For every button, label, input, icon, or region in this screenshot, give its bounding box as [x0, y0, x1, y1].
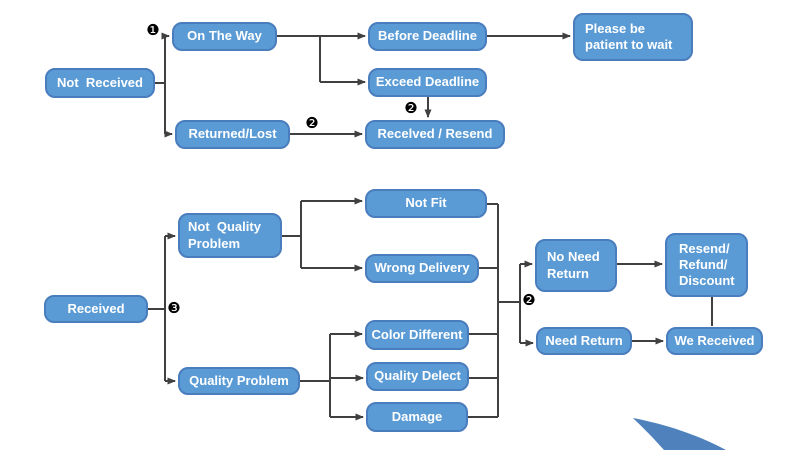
node-please-be-patient: Please be patient to wait [573, 13, 693, 61]
node-need-return: Need Return [536, 327, 632, 355]
node-received-resend: Recelved / Resend [365, 120, 505, 149]
node-no-need-return: No Need Return [535, 239, 617, 292]
node-before-deadline: Before Deadline [368, 22, 487, 51]
node-wrong-delivery: Wrong Delivery [365, 254, 479, 283]
node-on-the-way: On The Way [172, 22, 277, 51]
step-marker-3: ❸ [167, 300, 181, 317]
step-marker-2-exceed-deadline: ❷ [404, 100, 418, 117]
node-not-quality-problem: Not Quality Problem [178, 213, 282, 258]
step-marker-2-returned-lost: ❷ [305, 115, 319, 132]
connector-trunks [148, 36, 713, 418]
step-marker-1: ❶ [146, 22, 160, 39]
swoosh-shape [633, 418, 726, 450]
node-received: Received [44, 295, 148, 323]
node-resend-refund-discount: Resend/ Refund/ Discount [665, 233, 748, 297]
node-damage: Damage [366, 402, 468, 432]
node-returned-lost: Returned/Lost [175, 120, 290, 149]
node-not-received: Not Received [45, 68, 155, 98]
node-quality-problem: Quality Problem [178, 367, 300, 395]
step-marker-2-return-branch: ❷ [522, 292, 536, 309]
node-not-fit: Not Fit [365, 189, 487, 218]
node-color-different: Color Different [365, 320, 469, 350]
node-we-received: We Received [666, 327, 763, 355]
node-exceed-deadline: Exceed Deadline [368, 68, 487, 97]
node-quality-delect: Quality Delect [366, 362, 469, 391]
